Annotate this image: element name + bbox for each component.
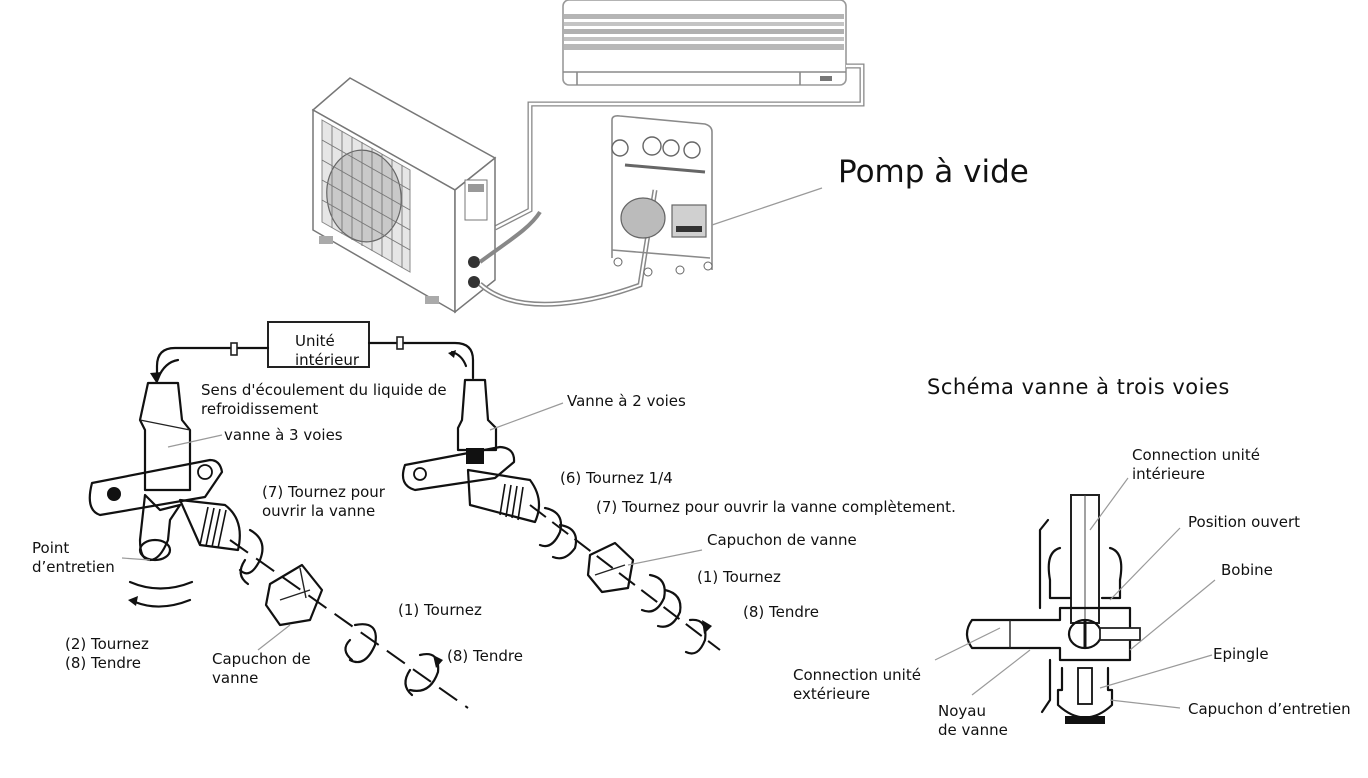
right-step-turn: (1) Tournez [697, 568, 781, 586]
vacuum-pump-illustration [611, 115, 823, 277]
flow-loop [150, 321, 475, 384]
two-way-valve-illustration [401, 378, 564, 524]
right-step-quarter-turn: (6) Tournez 1/4 [560, 469, 673, 487]
schematic-indoor-connection-label: Connection unité intérieure [1132, 446, 1260, 483]
left-step-turn: (1) Tournez [398, 601, 482, 619]
schematic-outdoor-connection-label: Connection unité extérieure [793, 666, 921, 703]
schematic-coil-label: Bobine [1221, 561, 1273, 579]
schematic-open-position-label: Position ouvert [1188, 513, 1301, 531]
right-valve-cap-assembly [529, 504, 721, 655]
left-valve-cap-assembly [229, 528, 469, 709]
two-way-valve-label: Vanne à 2 voies [567, 392, 686, 410]
left-valve-cap-label: Capuchon de vanne [212, 650, 311, 687]
schematic-title: Schéma vanne à trois voies [927, 375, 1230, 399]
outdoor-unit-illustration [311, 77, 658, 314]
right-step-turn-fully-open: (7) Tournez pour ouvrir la vanne complèt… [596, 498, 956, 516]
left-step-turn-open: (7) Tournez pour ouvrir la vanne [262, 483, 385, 520]
three-way-valve-illustration [88, 381, 241, 608]
schematic-service-cap-label: Capuchon d’entretien [1188, 700, 1351, 718]
flow-direction-label: Sens d'écoulement du liquide de refroidi… [201, 381, 447, 418]
vacuum-pump-label: Pomp à vide [838, 154, 1029, 190]
schematic-pin-label: Epingle [1213, 645, 1269, 663]
three-way-valve-schematic [934, 477, 1216, 724]
right-valve-cap-label: Capuchon de vanne [707, 531, 857, 549]
right-step-tighten: (8) Tendre [743, 603, 819, 621]
service-point-label: Point d’entretien [32, 539, 115, 576]
left-step-tighten: (8) Tendre [447, 647, 523, 665]
indoor-unit-illustration [493, 0, 865, 231]
indoor-unit-box-label: Unité intérieur [295, 332, 360, 369]
schematic-valve-core-label: Noyau de vanne [938, 702, 1008, 739]
left-step-turn-tighten-service: (2) Tournez (8) Tendre [65, 635, 149, 672]
three-way-valve-label: vanne à 3 voies [224, 426, 343, 444]
